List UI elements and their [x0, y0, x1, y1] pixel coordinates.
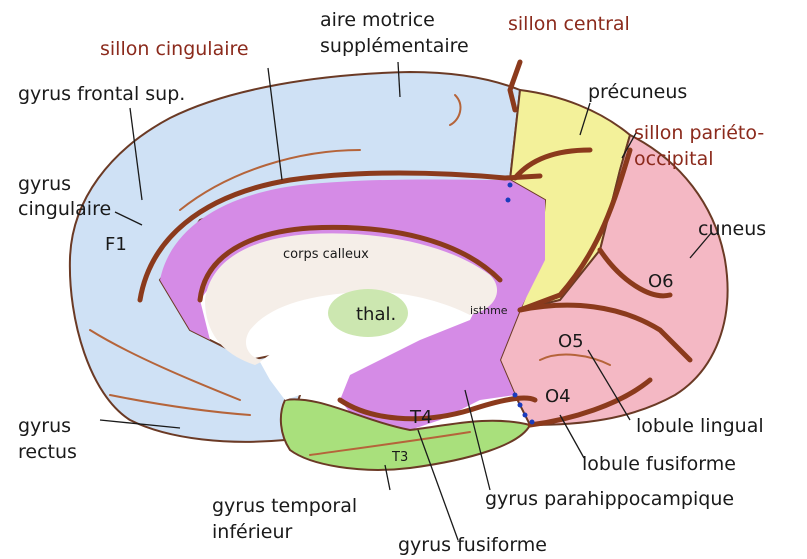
- label-aire-motrice-2: supplémentaire: [320, 35, 469, 57]
- label-corps-calleux: corps calleux: [283, 247, 369, 262]
- label-thal: thal.: [356, 304, 396, 325]
- label-gyrus-frontal-sup: gyrus frontal sup.: [18, 83, 185, 105]
- label-o6: O6: [648, 271, 674, 292]
- label-sillon-central: sillon central: [508, 13, 630, 35]
- label-gyrus-parahippocampique: gyrus parahippocampique: [485, 488, 734, 510]
- label-o4: O4: [545, 386, 571, 407]
- label-lobule-lingual: lobule lingual: [636, 415, 764, 437]
- label-precuneus: précuneus: [588, 81, 687, 103]
- label-gyrus-rectus-2: rectus: [18, 441, 77, 463]
- label-aire-motrice-1: aire motrice: [320, 9, 435, 31]
- label-gyrus-fusiforme: gyrus fusiforme: [398, 534, 547, 556]
- label-gyrus-cingulaire-1: gyrus: [18, 173, 71, 195]
- label-isthme: isthme: [470, 304, 508, 317]
- label-cuneus: cuneus: [698, 218, 766, 240]
- label-o5: O5: [558, 331, 584, 352]
- label-gyrus-temporal-2: inférieur: [212, 521, 293, 543]
- label-sillon-cingulaire: sillon cingulaire: [100, 38, 249, 60]
- label-t3: T3: [391, 450, 408, 465]
- label-sillon-parieto-1: sillon pariéto-: [634, 122, 764, 144]
- label-lobule-fusiforme: lobule fusiforme: [582, 453, 736, 475]
- label-gyrus-temporal-1: gyrus temporal: [212, 495, 357, 517]
- label-gyrus-cingulaire-2: cingulaire: [18, 198, 111, 220]
- label-f1: F1: [105, 234, 127, 255]
- label-sillon-parieto-2: occipital: [634, 148, 714, 170]
- label-t4: T4: [409, 407, 432, 428]
- label-gyrus-rectus-1: gyrus: [18, 415, 71, 437]
